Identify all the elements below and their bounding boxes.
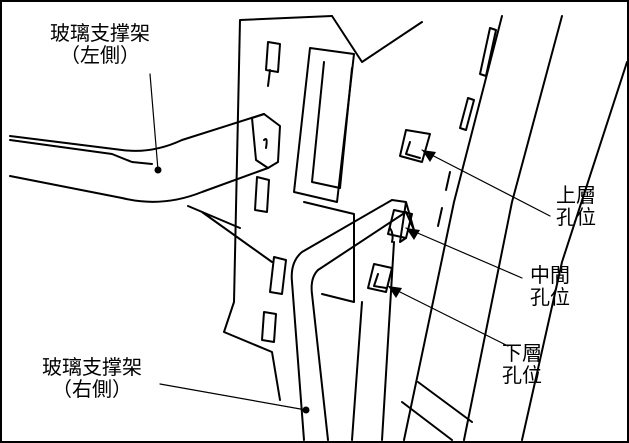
slot-3 (254, 176, 270, 213)
left-bracket-label-line1: 玻璃支撑架 (50, 21, 150, 45)
right-bracket-outer (290, 199, 393, 441)
lower-hole-label: 下層 孔位 (502, 342, 542, 386)
slot-2 (267, 69, 271, 87)
panel-back-edge (331, 15, 423, 63)
left-bracket-dot (154, 166, 162, 174)
slot-5 (261, 311, 277, 343)
left-bracket-label: 玻璃支撑架 （左側） (50, 22, 150, 66)
lower-panel-left (187, 205, 273, 263)
inner-frame-bottom (303, 201, 355, 303)
right-bracket-label-line1: 玻璃支撑架 (42, 355, 142, 379)
lower-hole (367, 263, 393, 293)
right-rail-inner (403, 15, 503, 441)
left-bracket-bottom (9, 167, 269, 203)
left-bracket-end (251, 113, 281, 169)
upper-hole-arrow (422, 150, 436, 162)
inner-frame-inner (311, 61, 353, 189)
inner-frame-outer (293, 47, 355, 203)
upper-hole (399, 129, 431, 163)
leader-right-bracket (159, 383, 307, 411)
right-bracket-screw (389, 227, 394, 243)
slot-1 (265, 41, 281, 73)
right-bracket-dot (302, 406, 310, 414)
right-rail-front (463, 15, 563, 441)
lower-hole-label-line1: 下層 (502, 341, 542, 365)
lower-hole-arrow (388, 286, 402, 298)
lower-hole-label-line2: 孔位 (502, 363, 542, 387)
leader-upper-hole (421, 149, 551, 217)
upper-hole-label-line1: 上層 (556, 183, 596, 207)
left-bracket-screw (263, 138, 268, 149)
slot-4 (269, 256, 287, 295)
rail-slot-mid (459, 97, 475, 131)
middle-hole-arrow (406, 228, 420, 240)
middle-hole-label-line1: 中間 (530, 263, 570, 287)
lower-panel-edge (351, 241, 395, 441)
right-rail-back (521, 61, 627, 441)
upper-hole-label-line2: 孔位 (556, 205, 596, 229)
middle-hole-label-line2: 孔位 (530, 285, 570, 309)
right-bracket-label: 玻璃支撑架 （右側） (42, 356, 142, 400)
leader-left-bracket (149, 73, 159, 171)
right-bracket-label-line2: （右側） (52, 377, 132, 401)
leader-lower-hole (387, 285, 509, 347)
left-bracket-label-line2: （左側） (60, 43, 140, 67)
side-panel (223, 15, 333, 401)
lower-panel-ramp (401, 381, 473, 441)
right-bracket-inner (310, 211, 407, 441)
rail-slot-top (479, 27, 497, 77)
leader-middle-hole (405, 227, 523, 279)
right-bracket-end (391, 199, 415, 243)
middle-hole-label: 中間 孔位 (530, 264, 570, 308)
left-bracket-mid (9, 139, 153, 165)
rail-dashes (437, 171, 451, 227)
left-bracket-top (9, 113, 265, 152)
upper-hole-label: 上層 孔位 (556, 184, 596, 228)
